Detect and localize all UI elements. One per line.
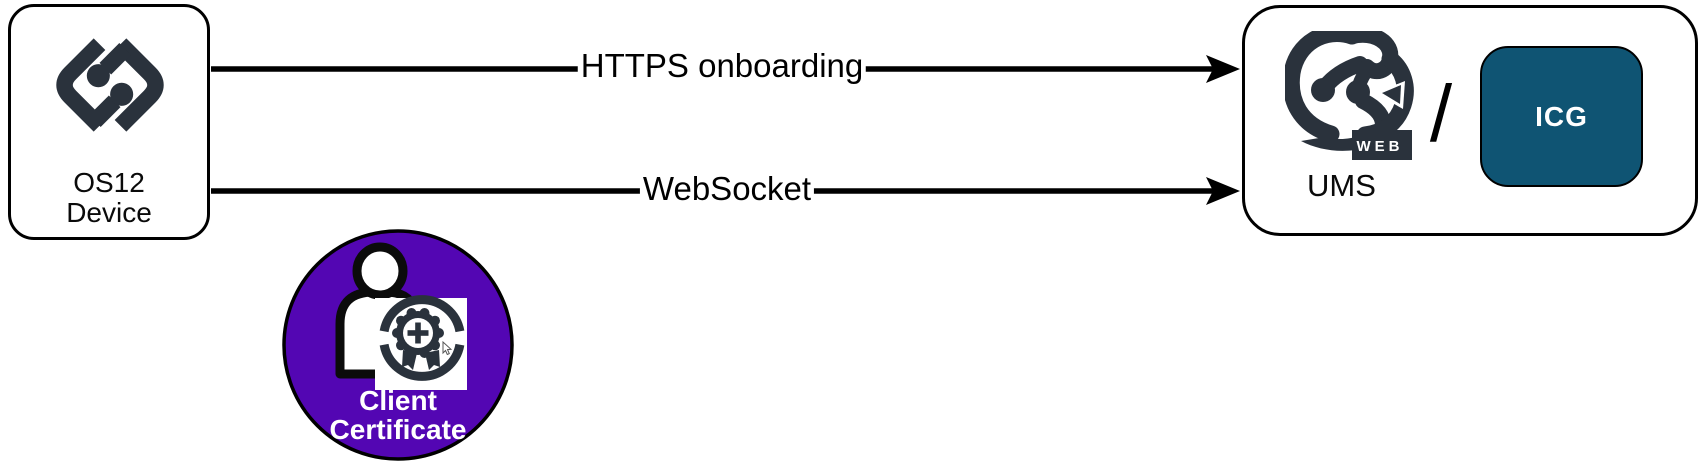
- certificate-badge-icon: [375, 295, 467, 390]
- https-onboarding-label: HTTPS onboarding: [577, 47, 867, 85]
- device-label: OS12 Device: [8, 168, 210, 228]
- icg-label: ICG: [1535, 100, 1588, 132]
- ums-label: UMS: [1307, 168, 1376, 203]
- igel-os-logo-icon: [56, 38, 164, 132]
- device-node: [8, 4, 210, 240]
- slash-separator: /: [1429, 69, 1453, 158]
- cursor-icon: [442, 340, 453, 356]
- web-badge: WEB: [1352, 130, 1412, 160]
- websocket-label: WebSocket: [639, 170, 815, 208]
- certificate-label-line2: Certificate: [329, 414, 467, 445]
- device-label-line1: OS12: [73, 167, 145, 198]
- certificate-label-line1: Client: [359, 385, 437, 416]
- device-label-line2: Device: [66, 197, 152, 228]
- certificate-label: Client Certificate: [298, 386, 498, 444]
- igel-ums-web-logo-icon: WEB: [1285, 31, 1414, 160]
- client-certificate-icon: [282, 229, 514, 461]
- web-badge-label: WEB: [1357, 138, 1404, 155]
- icg-node: ICG: [1480, 46, 1643, 187]
